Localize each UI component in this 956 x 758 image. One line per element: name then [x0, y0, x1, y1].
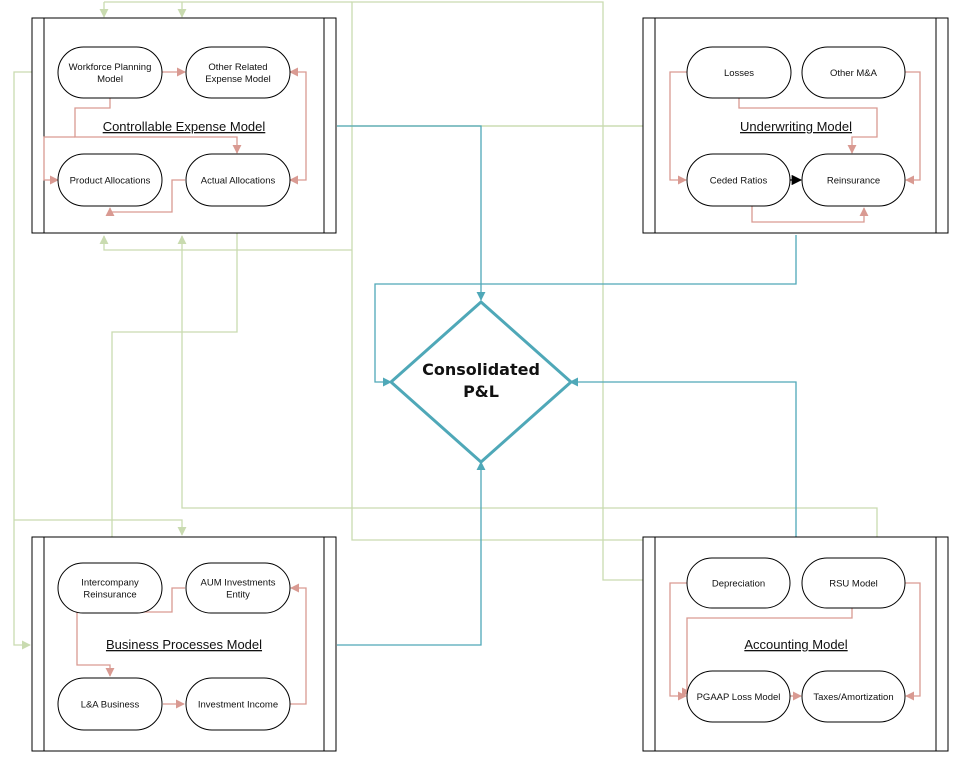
node-label: PGAAP Loss Model — [697, 692, 781, 703]
node-label: Ceded Ratios — [710, 176, 768, 187]
node-other-ma: Other M&A — [801, 46, 906, 99]
node-shape — [185, 677, 291, 731]
node-shape — [801, 153, 906, 207]
node-label: Depreciation — [712, 579, 765, 590]
red-losses-to-reinsurance — [738, 98, 878, 154]
red-connectors — [43, 67, 921, 709]
node-taxes: Taxes/Amortization — [801, 670, 906, 723]
red-workforce-down — [74, 98, 242, 154]
node-pgaap: PGAAP Loss Model — [686, 670, 791, 723]
red-depreciation-to-pgaap — [669, 582, 687, 701]
node-shape — [57, 562, 163, 614]
green-connectors — [13, 1, 878, 650]
node-product-alloc: Product Allocations — [57, 153, 163, 207]
red-actual-other-loop — [289, 67, 307, 185]
business-processes-model-title: Business Processes Model — [106, 637, 262, 652]
node-label: Losses — [724, 68, 754, 79]
node-shape — [801, 557, 906, 609]
node-label: Product Allocations — [70, 176, 151, 187]
green-connector-intercompany-up — [111, 205, 242, 565]
red-investment-to-aum — [290, 583, 307, 705]
node-label: RSU Model — [829, 579, 878, 590]
green-connector-business-top — [14, 519, 187, 536]
consolidated-label-line1: Consolidated — [422, 360, 540, 379]
node-shape — [57, 46, 163, 99]
node-rsu: RSU Model — [801, 557, 906, 609]
node-shape — [686, 46, 792, 99]
node-label: Expense Model — [205, 74, 270, 85]
node-shape — [185, 46, 291, 99]
red-losses-to-ceded — [669, 71, 687, 185]
blue-connector-controllable — [337, 125, 486, 301]
red-actual-to-product — [105, 179, 185, 217]
node-shape — [185, 562, 291, 614]
node-shape — [57, 153, 163, 207]
node-label: Entity — [226, 590, 250, 601]
node-shape — [57, 677, 163, 731]
red-rsu-to-taxes — [905, 582, 921, 701]
red-otherma-to-reinsurance — [905, 71, 921, 185]
node-label: Investment Income — [198, 700, 278, 711]
green-connector-outer-left — [13, 71, 34, 650]
green-connector-mid-column — [177, 235, 878, 540]
blue-connector-business — [337, 461, 486, 646]
blue-connectors — [337, 125, 797, 646]
node-actual-alloc: Actual Allocations — [185, 153, 291, 207]
node-ceded: Ceded Ratios — [686, 153, 791, 207]
green-connector-top-loop — [351, 1, 687, 585]
consolidated-pl-node: Consolidated P&L — [388, 299, 574, 465]
node-shape — [801, 670, 906, 723]
consolidated-label-line2: P&L — [463, 382, 499, 401]
node-shape — [185, 153, 291, 207]
node-shape — [801, 46, 906, 99]
node-shape — [686, 670, 791, 723]
node-investment-income: Investment Income — [185, 677, 291, 731]
controllable-expense-model-title: Controllable Expense Model — [103, 119, 266, 134]
green-connector-top-to-workforce — [104, 1, 352, 17]
red-ceded-to-reinsurance-bottom — [751, 206, 869, 223]
node-reinsurance: Reinsurance — [801, 153, 906, 207]
node-label: Reinsurance — [83, 590, 136, 601]
node-losses: Losses — [686, 46, 792, 99]
node-la-business: L&A Business — [57, 677, 163, 731]
node-label: Reinsurance — [827, 176, 880, 187]
blue-connector-accounting — [569, 377, 797, 537]
node-label: L&A Business — [81, 700, 140, 711]
node-label: AUM Investments — [201, 578, 276, 589]
node-label: Actual Allocations — [201, 176, 276, 187]
red-left-to-product — [43, 136, 75, 185]
node-label: Model — [97, 74, 123, 85]
accounting-model-title: Accounting Model — [744, 637, 847, 652]
node-shape — [686, 153, 791, 207]
blue-connector-underwriting — [374, 235, 797, 387]
underwriting-model-title: Underwriting Model — [740, 119, 852, 134]
node-label: Taxes/Amortization — [813, 692, 893, 703]
node-label: Other Related — [208, 62, 267, 73]
node-label: Workforce Planning — [69, 62, 152, 73]
node-shape — [686, 557, 791, 609]
node-label: Other M&A — [830, 68, 878, 79]
node-label: Intercompany — [81, 578, 139, 589]
node-depreciation: Depreciation — [686, 557, 791, 609]
